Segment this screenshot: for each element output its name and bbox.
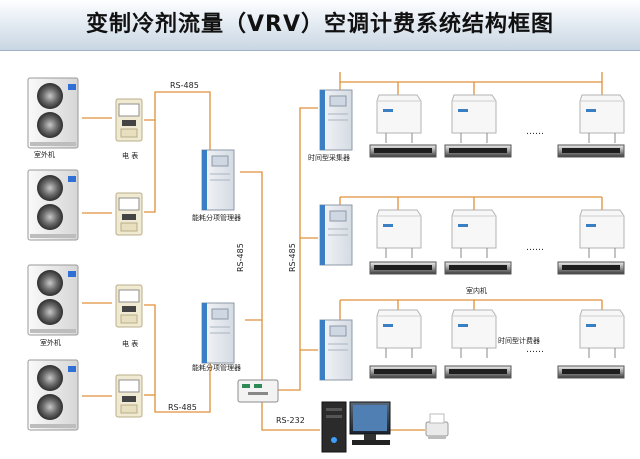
indoor-unit-r3-3 (557, 365, 625, 379)
outdoor-unit-1 (27, 77, 79, 149)
energy-manager-1 (201, 149, 235, 211)
time-meter-r1-1 (376, 94, 422, 144)
indoor-unit-r3-1 (369, 365, 437, 379)
rs485-label-bottom: RS-485 (168, 403, 197, 412)
indoor-unit-r1-1 (369, 144, 437, 158)
rs485-label-collector: RS-485 (288, 243, 297, 272)
collector-3 (319, 319, 353, 381)
electric-meter-2 (115, 192, 143, 236)
rs232-label: RS-232 (276, 416, 305, 425)
time-meter-r3-2 (451, 309, 497, 359)
electric-meter-3 (115, 284, 143, 328)
time-meter-r3-1 (376, 309, 422, 359)
time-meter-r2-1 (376, 209, 422, 259)
time-meter-label: 时间型计费器 (498, 336, 540, 345)
wiring (82, 72, 603, 431)
meter-label-bottom: 电 表 (122, 339, 138, 348)
rs485-label-manager: RS-485 (236, 243, 245, 272)
time-meter-r2-2 (451, 209, 497, 259)
time-meter-r3-3 (579, 309, 625, 359)
meter-label-top: 电 表 (122, 151, 138, 160)
indoor-unit-r3-2 (444, 365, 512, 379)
computer (321, 401, 391, 453)
energy-manager-2 (201, 302, 235, 364)
outdoor-unit-label-bottom: 室外机 (40, 338, 61, 347)
indoor-unit-r2-1 (369, 261, 437, 275)
indoor-unit-r1-2 (444, 144, 512, 158)
rs485-label-top: RS-485 (170, 81, 199, 90)
protocol-converter (237, 379, 279, 403)
title-bar (0, 0, 640, 51)
outdoor-unit-2 (27, 169, 79, 241)
collector-1 (319, 89, 353, 151)
time-meter-r1-2 (451, 94, 497, 144)
time-meter-r1-3 (579, 94, 625, 144)
indoor-unit-r2-2 (444, 261, 512, 275)
printer (425, 413, 449, 439)
outdoor-unit-label-top: 室外机 (34, 150, 55, 159)
energy-manager-label-1: 能耗分项管理器 (192, 213, 241, 222)
electric-meter-1 (115, 98, 143, 142)
ellipsis-r1: …… (526, 127, 544, 137)
electric-meter-4 (115, 374, 143, 418)
ellipsis-r2: …… (526, 243, 544, 253)
diagram-title: 变制冷剂流量（VRV）空调计费系统结构框图 (86, 12, 554, 37)
indoor-unit-label: 室内机 (466, 286, 487, 295)
outdoor-unit-3 (27, 264, 79, 336)
outdoor-unit-4 (27, 359, 79, 431)
indoor-unit-r2-3 (557, 261, 625, 275)
indoor-unit-r1-3 (557, 144, 625, 158)
time-meter-r2-3 (579, 209, 625, 259)
collector-label: 时间型采集器 (308, 153, 350, 162)
energy-manager-label-2: 能耗分项管理器 (192, 363, 241, 372)
collector-2 (319, 204, 353, 266)
ellipsis-r3: …… (526, 345, 544, 355)
